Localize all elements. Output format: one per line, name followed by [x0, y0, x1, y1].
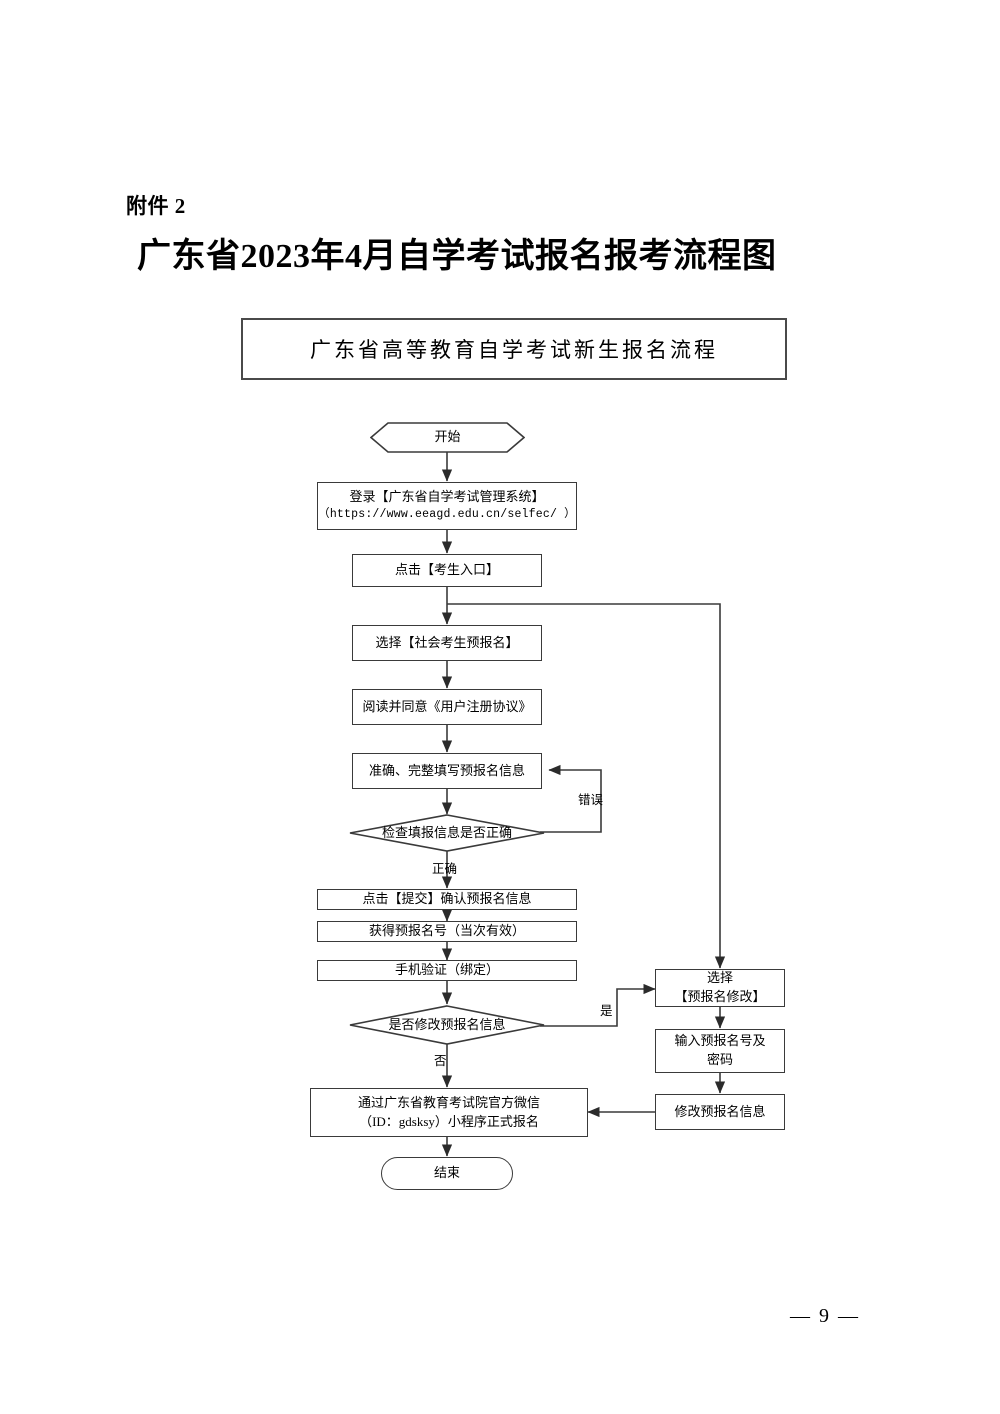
page-title: 广东省2023年4月自学考试报名报考流程图	[137, 238, 777, 275]
node-candidate-entry-label: 点击【考生入口】	[394, 562, 499, 578]
flowchart-header-box: 广东省高等教育自学考试新生报名流程	[241, 318, 787, 380]
node-login-line2: （https://www.eeagd.edu.cn/selfec/ ）	[318, 508, 576, 522]
node-get-number-label: 获得预报名号（当次有效）	[368, 923, 525, 939]
node-select-modify-line1: 选择	[706, 970, 733, 986]
attachment-label: 附件 2	[126, 194, 186, 218]
edge-label-no: 否	[434, 1054, 447, 1068]
node-modify-info[interactable]: 修改预报名信息	[655, 1094, 785, 1130]
node-login[interactable]: 登录【广东省自学考试管理系统】 （https://www.eeagd.edu.c…	[317, 482, 577, 530]
edge-label-yes: 是	[600, 1004, 613, 1018]
node-start-label: 开始	[434, 429, 461, 445]
node-phone-verify-label: 手机验证（绑定）	[394, 962, 499, 978]
node-modify-info-label: 修改预报名信息	[674, 1103, 766, 1119]
node-end-label: 结束	[433, 1165, 460, 1181]
node-fill-info-label: 准确、完整填写预报名信息	[368, 762, 525, 778]
node-select-modify[interactable]: 选择 【预报名修改】	[655, 969, 785, 1007]
node-select-pre-register-label: 选择【社会考生预报名】	[375, 634, 519, 650]
node-input-number-line1: 输入预报名号及	[674, 1033, 766, 1049]
node-submit[interactable]: 点击【提交】确认预报名信息	[317, 889, 577, 910]
node-wechat-line1: 通过广东省教育考试院官方微信	[357, 1094, 540, 1110]
node-submit-label: 点击【提交】确认预报名信息	[362, 891, 532, 907]
node-check-info-label: 检查填报信息是否正确	[381, 824, 512, 840]
page-number: — 9 —	[790, 1305, 860, 1327]
node-check-info[interactable]: 检查填报信息是否正确	[349, 814, 545, 852]
node-select-modify-line2: 【预报名修改】	[674, 989, 766, 1004]
node-wechat-mini-program[interactable]: 通过广东省教育考试院官方微信 （ID：gdsksy）小程序正式报名	[310, 1088, 588, 1137]
node-wechat-line2: （ID：gdsksy）小程序正式报名	[359, 1113, 539, 1129]
edge-label-correct: 正确	[432, 862, 458, 876]
node-agreement[interactable]: 阅读并同意《用户注册协议》	[352, 689, 542, 725]
node-modify-question[interactable]: 是否修改预报名信息	[349, 1005, 545, 1045]
node-select-pre-register[interactable]: 选择【社会考生预报名】	[352, 625, 542, 661]
node-fill-info[interactable]: 准确、完整填写预报名信息	[352, 753, 542, 789]
node-agreement-label: 阅读并同意《用户注册协议》	[362, 698, 532, 714]
edge-label-error: 错误	[578, 793, 604, 807]
node-get-number[interactable]: 获得预报名号（当次有效）	[317, 921, 577, 942]
node-login-line1: 登录【广东省自学考试管理系统】	[349, 489, 545, 505]
node-phone-verify[interactable]: 手机验证（绑定）	[317, 960, 577, 981]
node-input-number[interactable]: 输入预报名号及 密码	[655, 1029, 785, 1073]
node-candidate-entry[interactable]: 点击【考生入口】	[352, 554, 542, 587]
node-end[interactable]: 结束	[381, 1157, 513, 1190]
node-modify-question-label: 是否修改预报名信息	[388, 1016, 506, 1032]
flowchart-header-text: 广东省高等教育自学考试新生报名流程	[310, 338, 718, 362]
node-input-number-line2: 密码	[706, 1052, 733, 1067]
node-start[interactable]: 开始	[370, 422, 525, 453]
